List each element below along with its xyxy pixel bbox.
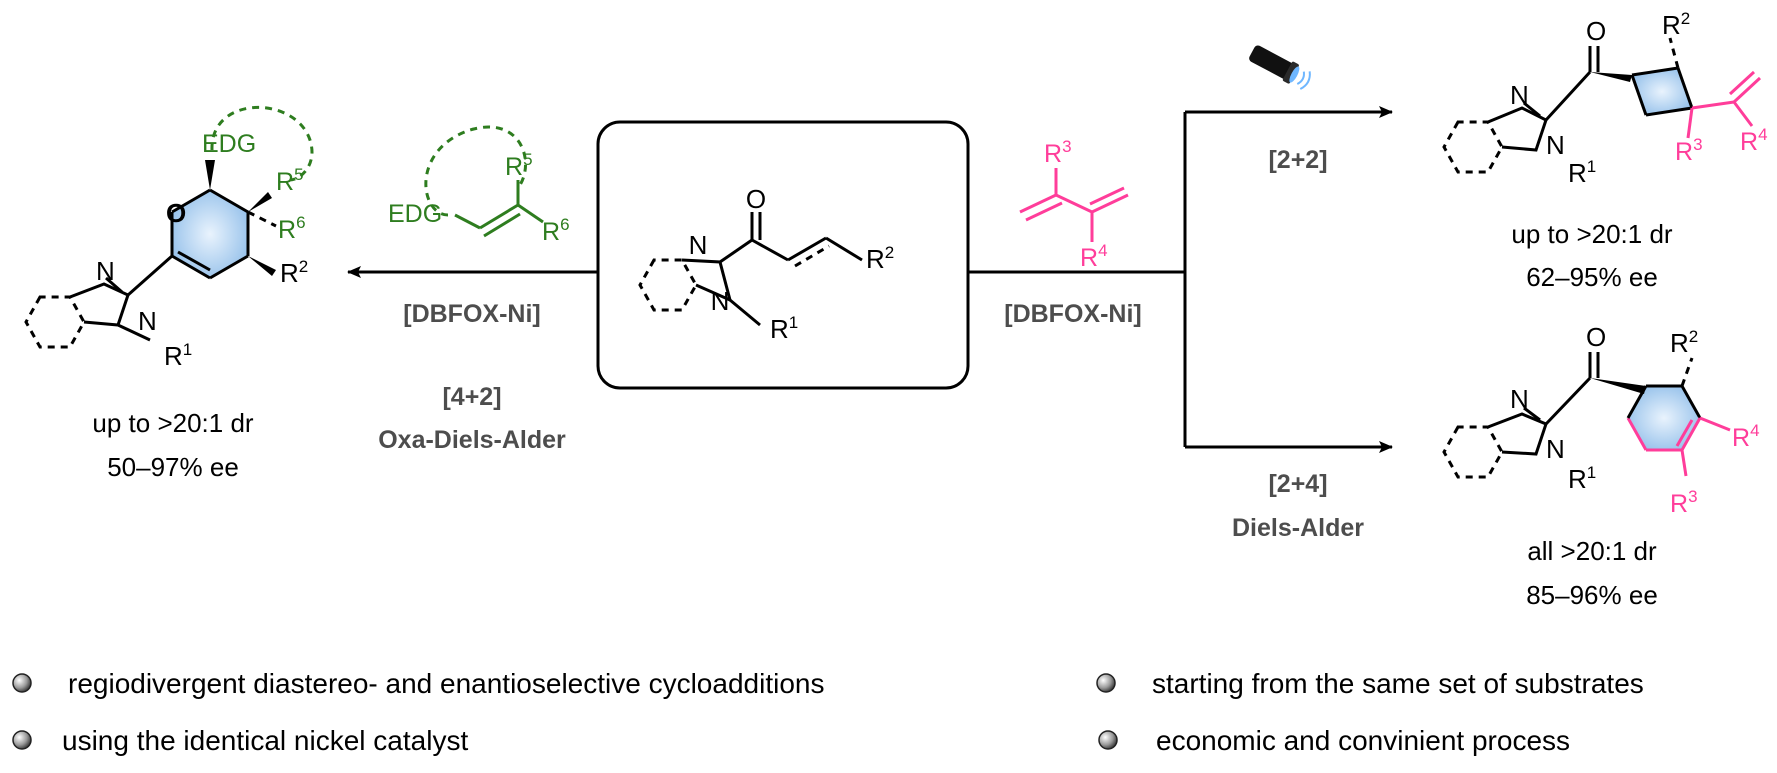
svg-text:R1: R1 [1568,157,1596,188]
reaction-type-top: [2+2] [1268,146,1327,174]
benzene-ring [638,258,698,312]
bullet-text: starting from the same set of substrates [1152,668,1644,699]
reaction-type-bottom: [2+4] [1268,470,1327,498]
reaction-type-left: [4+2] [442,383,501,411]
atom-label: N [711,286,730,316]
svg-text:R5: R5 [505,150,533,181]
catalyst-label-right: [DBFOX-Ni] [1004,300,1141,328]
svg-text:N: N [1546,434,1565,464]
svg-text:R2: R2 [1662,9,1690,40]
cyclohexene-ee: 85–96% ee [1526,580,1658,610]
oxa-ee: 50–97% ee [107,452,239,482]
svg-text:EDG: EDG [388,200,442,228]
cyclobutane-ee: 62–95% ee [1526,262,1658,292]
svg-text:R3: R3 [1675,135,1703,166]
svg-text:N: N [1546,130,1565,160]
sphere-bullet-icon [1096,673,1116,693]
svg-text:R6: R6 [542,215,570,246]
atom-label: N [689,230,708,260]
r1-label: R1 [770,313,798,344]
cyclohexene-dr: all >20:1 dr [1527,536,1657,566]
cyclobutane-dr: up to >20:1 dr [1511,219,1673,249]
r2-label: R2 [866,243,894,274]
svg-text:N: N [1510,80,1529,110]
atom-label: O [746,184,766,214]
svg-text:R1: R1 [1568,463,1596,494]
bullet-list: regiodivergent diastereo- and enantiosel… [12,668,1644,756]
svg-text:R3: R3 [1044,137,1072,168]
svg-text:N: N [96,256,115,286]
svg-text:R2: R2 [280,257,308,288]
svg-text:R1: R1 [164,340,192,371]
svg-text:O: O [1586,16,1606,46]
svg-text:N: N [138,306,157,336]
enol-ether-reagent: EDG R5 R6 [388,125,570,246]
catalyst-label-left: [DBFOX-Ni] [403,300,540,328]
svg-text:O: O [1586,322,1606,352]
svg-text:R6: R6 [278,213,306,244]
oxa-product-structure: EDG R5 R6 O N N R2 R1 [24,106,314,371]
flashlight-icon [1249,45,1311,90]
svg-text:R5: R5 [276,165,304,196]
svg-text:O: O [166,198,186,228]
svg-text:N: N [1510,384,1529,414]
svg-text:EDG: EDG [202,130,256,158]
bullet-text: economic and convinient process [1156,725,1570,756]
bullet-text: using the identical nickel catalyst [62,725,468,756]
substrate-box [596,120,970,390]
svg-text:R4: R4 [1740,125,1768,156]
reaction-name-left: Oxa-Diels-Alder [378,426,566,454]
substrate-structure: N N O R1 R2 [638,184,894,344]
bullet-text: regiodivergent diastereo- and enantiosel… [68,668,824,699]
svg-text:R4: R4 [1732,421,1760,452]
reaction-name-bottom: Diels-Alder [1232,514,1364,542]
sphere-bullet-icon [12,730,32,750]
svg-text:R2: R2 [1670,327,1698,358]
oxa-dr: up to >20:1 dr [92,408,254,438]
svg-text:R3: R3 [1670,487,1698,518]
sphere-bullet-icon [1098,730,1118,750]
sphere-bullet-icon [12,673,32,693]
cyclobutane-product-structure: N N O R1 R2 R3 R4 [1442,9,1768,188]
diene-reagent: R3 R4 [1019,137,1129,272]
svg-text:R4: R4 [1080,241,1108,272]
cyclohexene-product-structure: N N O R1 R2 R3 R4 [1442,322,1760,518]
